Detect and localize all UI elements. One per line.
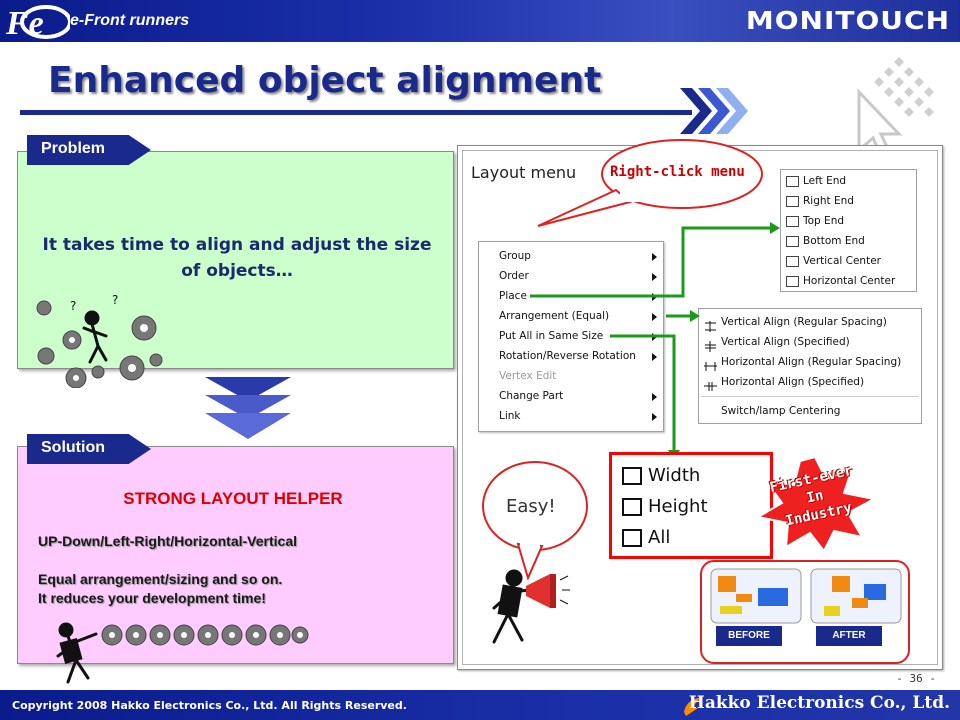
hakko-logo (684, 698, 700, 716)
easy-label: Easy! (506, 496, 556, 517)
fe-logo: Fe (5, 5, 70, 40)
submenu-arrow-icon (652, 393, 657, 401)
submenu-arrow-icon (652, 333, 657, 341)
submenu-item-left-end[interactable]: Left End (803, 175, 847, 187)
menu-item-link[interactable]: Link (499, 410, 521, 422)
easy-speech-bubble (482, 461, 588, 580)
gear-icon: ? ? (36, 293, 163, 388)
megaphone-icon (492, 569, 570, 644)
all-icon (622, 529, 642, 547)
height-icon (622, 498, 642, 516)
fe-logo-text: Fe (5, 5, 44, 40)
copyright: Copyright 2008 Hakko Electronics Co., Lt… (12, 699, 407, 712)
down-arrow-icon (205, 377, 291, 439)
after-button: AFTER (816, 626, 882, 646)
width-icon (622, 467, 642, 485)
solution-line-2: Equal arrangement/sizing and so on. (38, 571, 283, 587)
cube-cursor-icon (857, 55, 936, 163)
speech-bubble (537, 139, 763, 227)
size-item-height[interactable]: Height (648, 496, 708, 517)
submenu-item-horizontal-center[interactable]: Horizontal Center (803, 275, 896, 287)
top-banner: Fe e-Front runners MONITOUCH (0, 0, 960, 42)
context-menu: Group Order Place Arrangement (Equal) Pu… (478, 241, 664, 432)
title-underline (20, 110, 692, 115)
submenu-arrow-icon (652, 413, 657, 421)
menu-item-arrangement[interactable]: Arrangement (Equal) (499, 310, 610, 322)
menu-item-change-part[interactable]: Change Part (499, 390, 564, 402)
tagline: e-Front runners (70, 12, 190, 29)
page-title: Enhanced object alignment (48, 60, 602, 101)
star-burst-icon (755, 455, 877, 553)
solution-tag: Solution (27, 434, 151, 464)
horizontal-align-specified-icon (704, 377, 717, 391)
bottom-banner: Copyright 2008 Hakko Electronics Co., Lt… (0, 690, 960, 720)
page-number: - 36 - (896, 672, 936, 685)
horizontal-align-regular-icon (704, 357, 717, 371)
menu-item-order[interactable]: Order (499, 270, 529, 282)
submenu-item-vertical-align-specified[interactable]: Vertical Align (Specified) (721, 336, 850, 348)
size-menu-panel: Width Height All (609, 452, 773, 559)
submenu-item-horizontal-align-specified[interactable]: Horizontal Align (Specified) (721, 376, 865, 388)
chevron-right-icon (680, 88, 748, 134)
vertical-align-specified-icon (704, 337, 717, 352)
submenu-arrow-icon (652, 313, 657, 321)
place-submenu: Left End Right End Top End Bottom End Ve… (780, 169, 917, 292)
solution-line-1: UP-Down/Left-Right/Horizontal-Vertical (38, 533, 297, 549)
arrangement-submenu: Vertical Align (Regular Spacing) Vertica… (698, 308, 922, 424)
submenu-arrow-icon (652, 293, 657, 301)
company-name: Hakko Electronics Co., Ltd. (688, 693, 950, 713)
vertical-center-icon (786, 256, 799, 267)
svg-text:?: ? (112, 293, 118, 307)
problem-panel: It takes time to align and adjust the si… (17, 151, 454, 369)
submenu-item-switch-lamp-centering[interactable]: Switch/lamp Centering (721, 405, 841, 417)
submenu-item-top-end[interactable]: Top End (803, 215, 845, 227)
right-click-menu-label: Right-click menu (610, 164, 745, 180)
menu-item-group[interactable]: Group (499, 250, 531, 262)
before-image (710, 568, 802, 624)
size-item-all[interactable]: All (648, 527, 671, 548)
size-item-width[interactable]: Width (648, 465, 701, 486)
menu-item-vertex-edit: Vertex Edit (499, 370, 557, 382)
layout-menu-label: Layout menu (471, 163, 577, 182)
right-end-icon (786, 196, 799, 207)
menu-item-place[interactable]: Place (499, 290, 527, 302)
submenu-item-bottom-end[interactable]: Bottom End (803, 235, 865, 247)
runner-icon (56, 622, 98, 684)
submenu-item-right-end[interactable]: Right End (803, 195, 854, 207)
brand-name: MONITOUCH (745, 5, 950, 36)
vertical-align-regular-icon (704, 317, 717, 332)
menu-item-same-size[interactable]: Put All in Same Size (499, 330, 604, 342)
solution-line-3: It reduces your development time! (38, 590, 266, 606)
submenu-separator (701, 396, 919, 397)
submenu-item-horizontal-align-regular[interactable]: Horizontal Align (Regular Spacing) (721, 356, 902, 368)
left-end-icon (786, 176, 799, 187)
submenu-arrow-icon (652, 353, 657, 361)
problem-text: It takes time to align and adjust the si… (42, 235, 432, 281)
submenu-arrow-icon (652, 253, 657, 261)
problem-tag: Problem (27, 135, 151, 165)
menu-item-rotation[interactable]: Rotation/Reverse Rotation (499, 350, 636, 362)
horizontal-center-icon (786, 276, 799, 287)
submenu-item-vertical-align-regular[interactable]: Vertical Align (Regular Spacing) (721, 316, 887, 328)
after-image (810, 568, 902, 624)
submenu-arrow-icon (652, 273, 657, 281)
solution-headline: STRONG LAYOUT HELPER (123, 489, 343, 508)
before-button: BEFORE (716, 626, 782, 646)
before-after-panel: BEFORE AFTER (700, 560, 910, 664)
svg-text:?: ? (70, 299, 76, 313)
top-end-icon (786, 216, 799, 227)
submenu-item-vertical-center[interactable]: Vertical Center (803, 255, 881, 267)
gear-icon (101, 624, 309, 646)
bottom-end-icon (786, 236, 799, 247)
